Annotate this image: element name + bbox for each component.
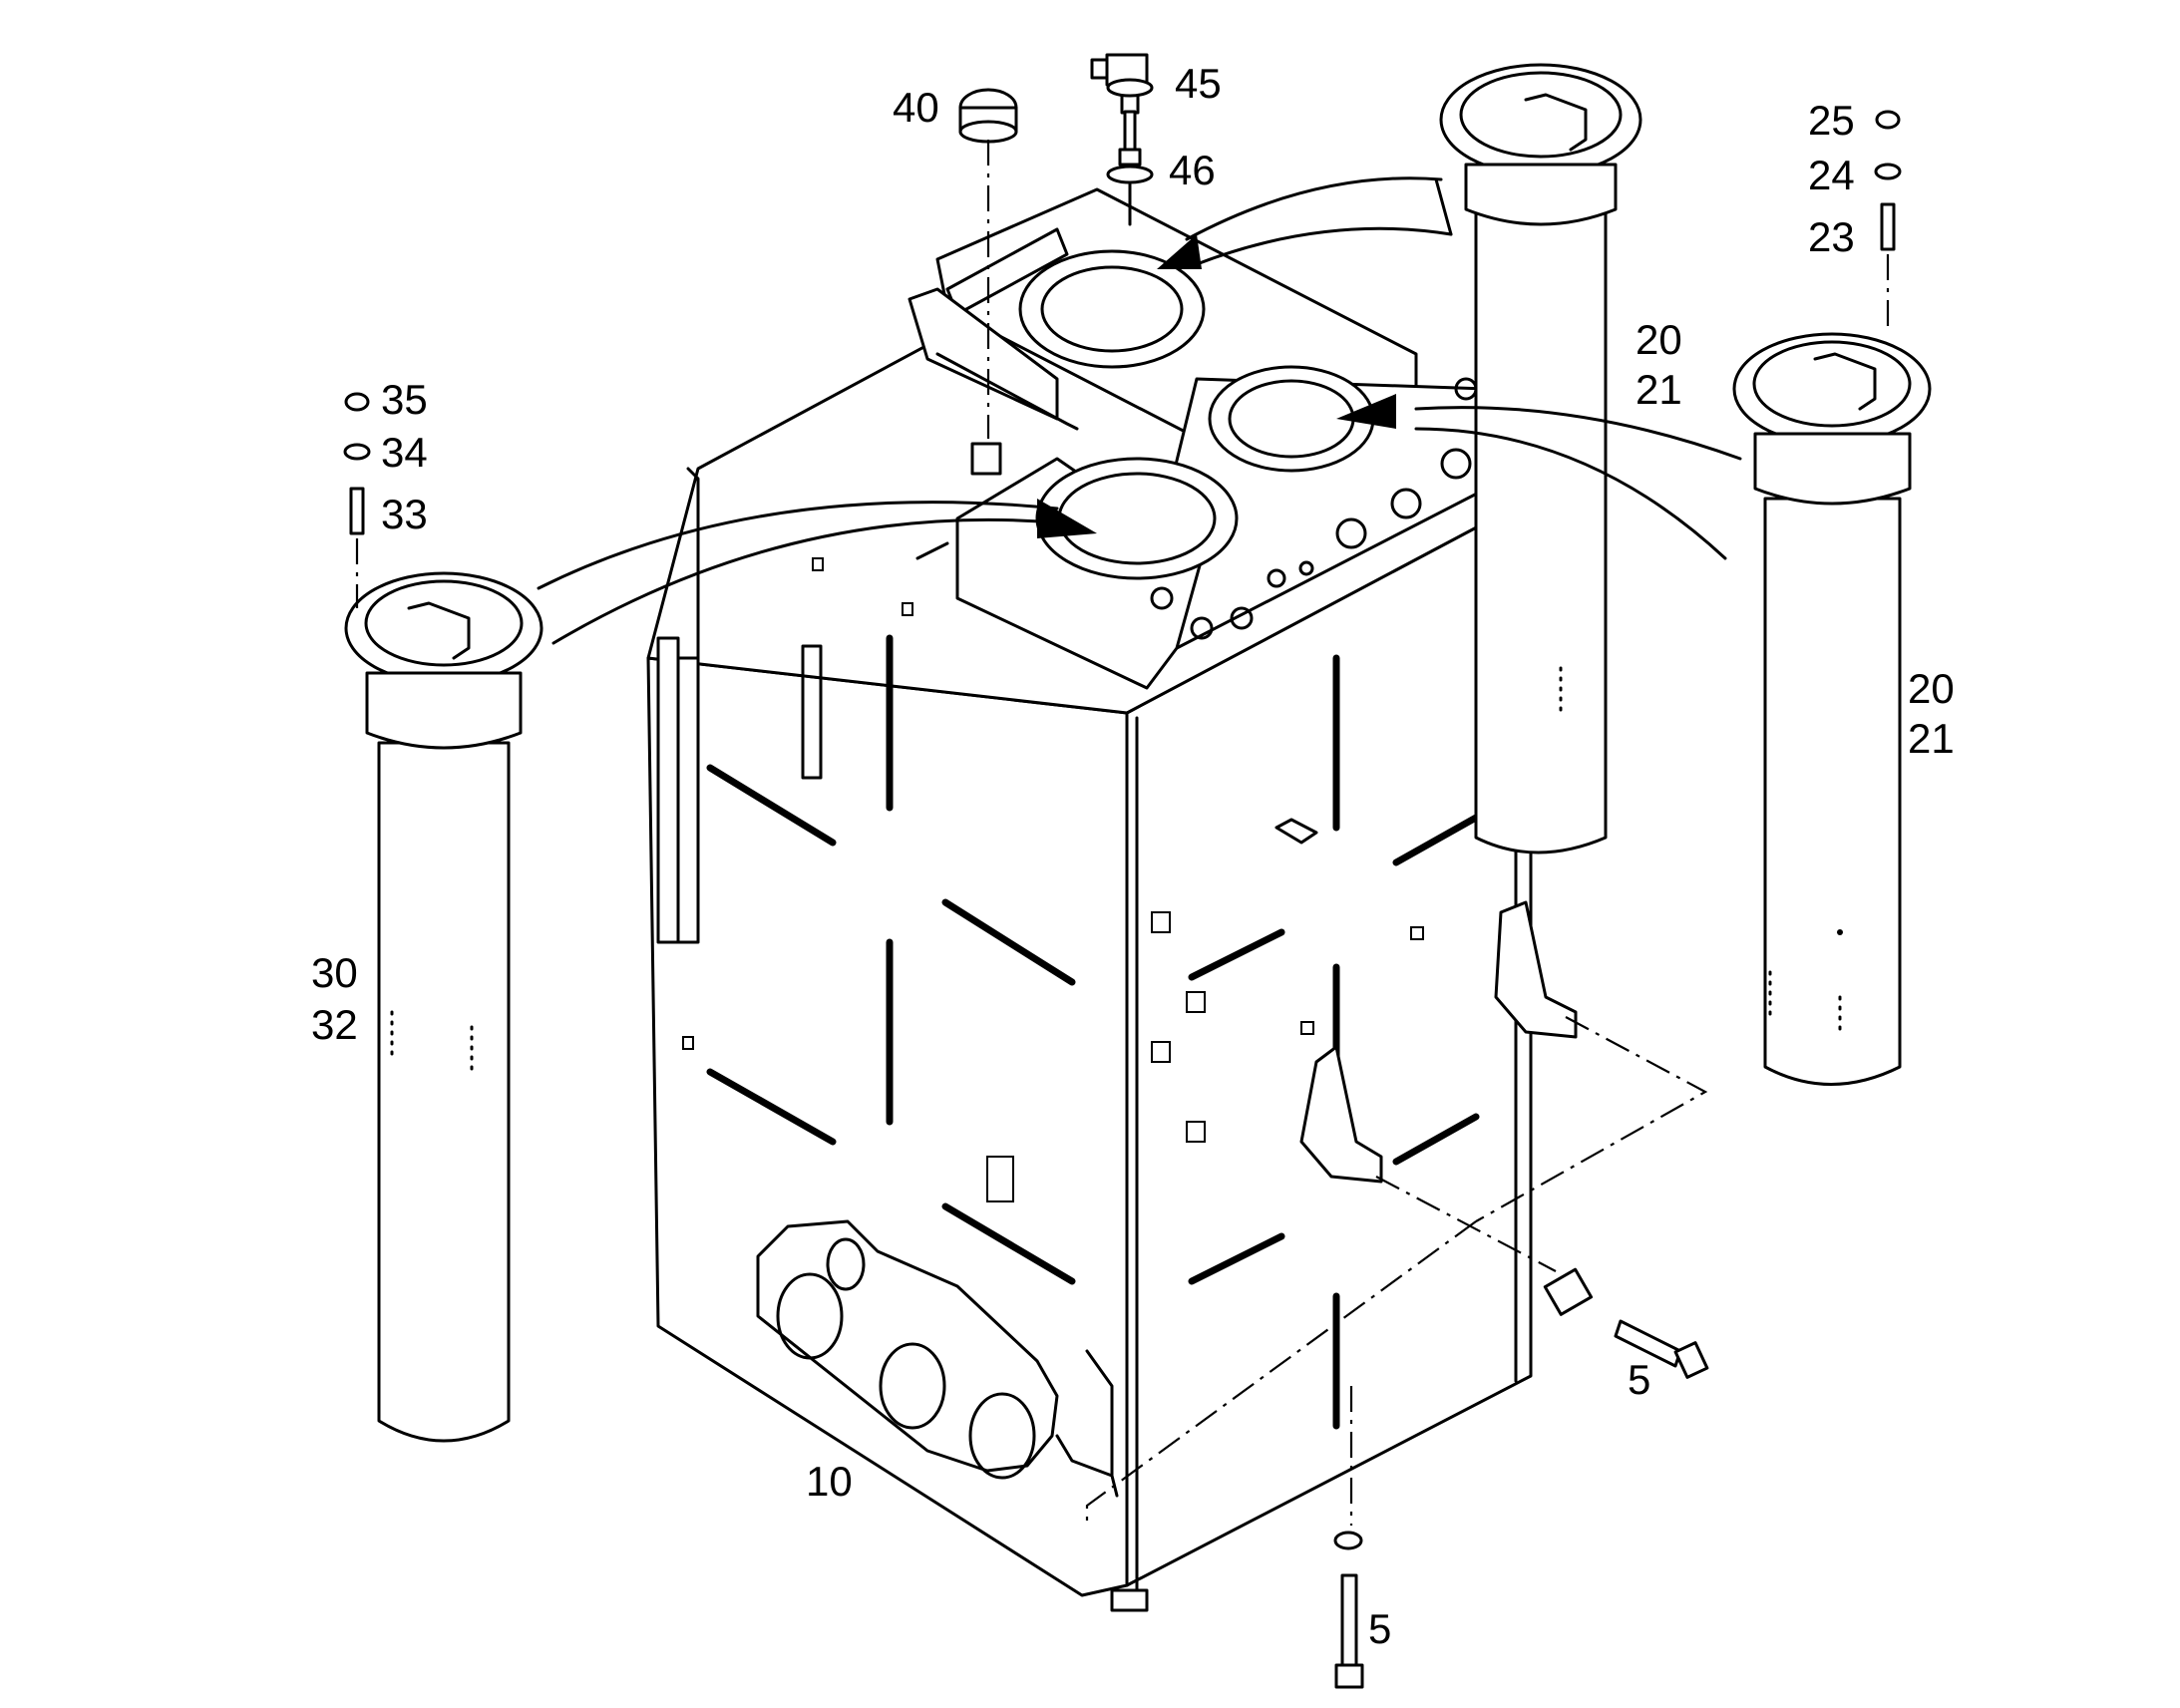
callout-5-horizontal: 5 bbox=[1628, 1356, 1650, 1403]
filler-cap-40 bbox=[958, 88, 1018, 439]
callout-35: 35 bbox=[381, 376, 428, 423]
tube-assembly-front-right bbox=[1732, 332, 1932, 1086]
callout-10: 10 bbox=[806, 1458, 853, 1505]
callout-20-front: 20 bbox=[1908, 665, 1955, 712]
o-ring-46 bbox=[1106, 165, 1154, 226]
callout-labels: 40 45 46 25 24 23 20 21 20 21 35 34 33 3… bbox=[311, 60, 1955, 1652]
callout-5-vertical: 5 bbox=[1368, 1605, 1391, 1652]
sensor-45 bbox=[1090, 53, 1154, 167]
callout-25: 25 bbox=[1808, 97, 1855, 144]
tube-assembly-left bbox=[344, 571, 544, 1443]
callout-45: 45 bbox=[1175, 60, 1222, 107]
callout-23: 23 bbox=[1808, 213, 1855, 260]
flow-arrows bbox=[537, 176, 1742, 645]
tank-top-structure bbox=[908, 187, 1508, 690]
callout-46: 46 bbox=[1169, 147, 1216, 193]
right-fasteners-23-25 bbox=[1874, 110, 1902, 334]
left-fasteners-33-35 bbox=[343, 392, 371, 608]
tube-assembly-rear-right bbox=[1439, 63, 1642, 854]
callout-34: 34 bbox=[381, 429, 428, 476]
callout-20-rear: 20 bbox=[1635, 316, 1682, 363]
bolt-5-vertical bbox=[1333, 1531, 1364, 1689]
callout-24: 24 bbox=[1808, 152, 1855, 198]
callout-33: 33 bbox=[381, 491, 428, 537]
callout-30: 30 bbox=[311, 949, 358, 996]
callout-40: 40 bbox=[893, 84, 939, 131]
callout-21-front: 21 bbox=[1908, 715, 1955, 762]
callout-32: 32 bbox=[311, 1001, 358, 1048]
callout-21-rear: 21 bbox=[1635, 366, 1682, 413]
assembly-leader-lines bbox=[1085, 1016, 1708, 1526]
bolt-5-horizontal bbox=[1543, 1267, 1709, 1379]
